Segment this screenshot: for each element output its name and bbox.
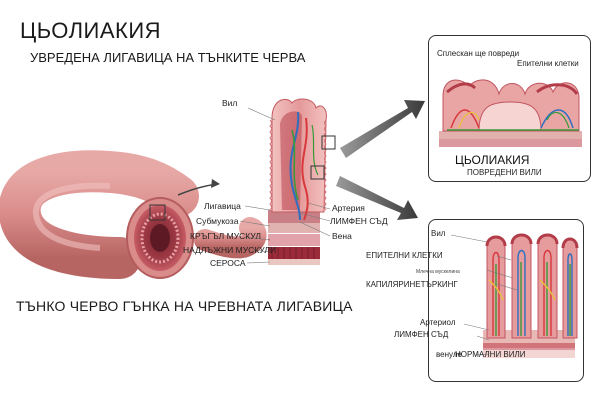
intestine-caption: ТЪНКО ЧЕРВО ГЪНКА НА ЧРЕВНАТА ЛИГАВИЦА	[16, 298, 353, 314]
label-vein: Вена	[332, 231, 352, 241]
celiac-label-flattened: Сплескан ще повреди	[437, 49, 519, 58]
celiac-villi-illustration: Сплескан ще повреди Епителни клетки ЦЬОЛ…	[437, 49, 582, 177]
label-mucosa: Лигавица	[204, 201, 241, 211]
arrow-to-normal-panel	[336, 176, 418, 220]
label-villus: Вил	[222, 98, 237, 108]
label-submucosa: Субмукоза	[196, 216, 239, 226]
arrow-to-celiac-panel	[340, 100, 425, 158]
label-longitudinal-muscle: НАДЛЪЖНИ МУСКУЛИ	[183, 245, 276, 255]
page-title: ЦЬОЛИАКИЯ	[20, 18, 162, 43]
celiac-panel-title: ЦЬОЛИАКИЯ	[455, 153, 529, 167]
normal-panel	[428, 219, 584, 382]
label-lymph-vessel: ЛИМФЕН СЪД	[330, 216, 388, 226]
celiac-panel-subtitle: ПОВРЕДЕНИ ВИЛИ	[467, 168, 542, 177]
celiac-label-epithelial: Епителни клетки	[517, 59, 579, 68]
wall-leader-lines	[239, 107, 331, 264]
intestinal-wall-diagram	[268, 98, 336, 265]
small-intestine-illustration	[0, 150, 267, 279]
celiac-panel: Сплескан ще повреди Епителни клетки ЦЬОЛ…	[428, 35, 591, 182]
label-artery: Артерия	[332, 203, 365, 213]
label-circular-muscle: КРЪГЪЛ МУСКУЛ	[190, 231, 261, 241]
normal-villi-illustration	[450, 233, 579, 358]
page-subtitle: УВРЕДЕНА ЛИГАВИЦА НА ТЪНКИТЕ ЧЕРВА	[30, 50, 306, 65]
label-serosa: СЕРОСА	[210, 258, 246, 268]
arrow-to-wall	[177, 179, 220, 196]
